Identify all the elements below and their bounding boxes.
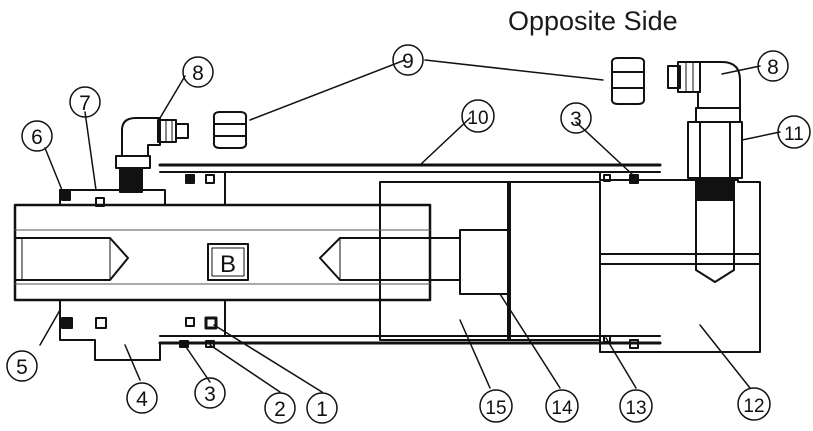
callout-1: 1 bbox=[306, 392, 338, 424]
callout-14: 14 bbox=[545, 389, 579, 423]
callout-5: 5 bbox=[6, 350, 38, 382]
callout-6: 6 bbox=[21, 120, 53, 152]
callouts: 1 2 3 3 4 5 6 7 8 8 9 10 11 12 13 14 15 bbox=[6, 44, 811, 424]
svg-text:7: 7 bbox=[79, 92, 91, 115]
callout-7: 7 bbox=[69, 86, 101, 118]
svg-text:15: 15 bbox=[485, 398, 506, 419]
svg-text:3: 3 bbox=[570, 108, 582, 131]
svg-text:3: 3 bbox=[204, 383, 216, 406]
svg-text:8: 8 bbox=[767, 56, 779, 79]
svg-text:5: 5 bbox=[16, 356, 28, 379]
svg-text:10: 10 bbox=[467, 108, 488, 129]
svg-text:13: 13 bbox=[625, 398, 646, 419]
svg-text:8: 8 bbox=[192, 62, 204, 85]
center-label-box: B bbox=[207, 243, 249, 281]
callout-8-left: 8 bbox=[182, 56, 214, 88]
svg-text:4: 4 bbox=[136, 388, 148, 411]
callout-10: 10 bbox=[461, 99, 495, 133]
callout-2: 2 bbox=[264, 392, 296, 424]
callout-4: 4 bbox=[126, 382, 158, 414]
svg-text:14: 14 bbox=[551, 398, 573, 419]
svg-text:2: 2 bbox=[274, 398, 286, 421]
callout-15: 15 bbox=[479, 389, 513, 423]
nut-right bbox=[610, 57, 646, 105]
callout-11: 11 bbox=[777, 115, 811, 149]
callout-3-bottom: 3 bbox=[194, 377, 226, 409]
leader-lines bbox=[39, 59, 781, 393]
callout-13: 13 bbox=[619, 389, 653, 423]
svg-text:9: 9 bbox=[402, 50, 414, 73]
cylinder-body bbox=[13, 155, 761, 361]
svg-text:12: 12 bbox=[743, 396, 764, 417]
diagram-title: Opposite Side bbox=[508, 6, 678, 36]
nut-left bbox=[212, 111, 248, 149]
svg-text:11: 11 bbox=[784, 124, 804, 145]
svg-text:1: 1 bbox=[316, 398, 328, 421]
elbow-fitting-right bbox=[667, 61, 741, 123]
center-label: B bbox=[220, 251, 236, 278]
callout-8-right: 8 bbox=[757, 50, 789, 82]
elbow-fitting-left bbox=[121, 117, 189, 157]
svg-text:6: 6 bbox=[31, 126, 43, 149]
callout-12: 12 bbox=[737, 387, 771, 421]
adapter-fitting bbox=[687, 121, 743, 283]
callout-3-top: 3 bbox=[560, 102, 592, 134]
callout-9: 9 bbox=[392, 44, 424, 76]
